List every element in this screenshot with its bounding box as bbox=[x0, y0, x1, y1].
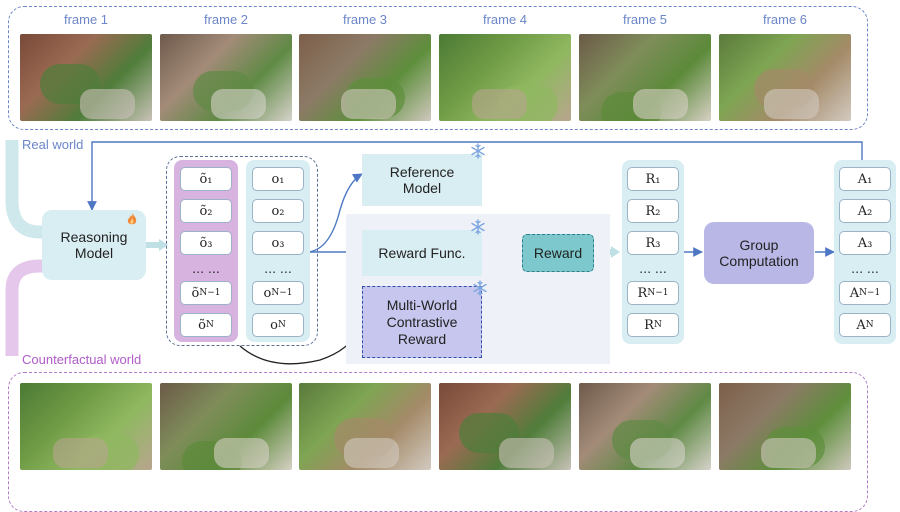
counterfactual-output-token: õ₁ bbox=[180, 167, 232, 191]
counterfactual-frame-thumbnail bbox=[160, 383, 292, 470]
reward-function-box: Reward Func. bbox=[362, 230, 482, 276]
real-output-token: o₃ bbox=[252, 231, 304, 255]
group-computation-box: Group Computation bbox=[704, 222, 814, 284]
counterfactual-output-token: õ₃ bbox=[180, 231, 232, 255]
counterfactual-frame-thumbnail bbox=[719, 383, 851, 470]
real-world-flow bbox=[5, 140, 50, 239]
real-world-frame-thumbnail bbox=[20, 34, 152, 121]
to-reference-arrow bbox=[307, 173, 363, 253]
reward-box: Reward bbox=[522, 234, 594, 272]
frame-label: frame 1 bbox=[63, 12, 109, 27]
advantage-token: … … bbox=[851, 262, 879, 276]
real-world-frame-thumbnail bbox=[299, 34, 431, 121]
frame-label: frame 4 bbox=[482, 12, 528, 27]
snowflake-icon bbox=[471, 143, 485, 159]
real-world-frame-thumbnail bbox=[439, 34, 571, 121]
reference-model-box: Reference Model bbox=[362, 154, 482, 206]
snowflake-icon bbox=[471, 219, 485, 235]
reward-token: R₃ bbox=[627, 231, 679, 255]
fire-icon bbox=[127, 213, 137, 225]
advantage-token: A₃ bbox=[839, 231, 891, 255]
snowflake-icon bbox=[473, 280, 487, 296]
counterfactual-output-token: õ₂ bbox=[180, 199, 232, 223]
counterfactual-frame-thumbnail bbox=[20, 383, 152, 470]
real-world-frame-panel bbox=[8, 6, 868, 130]
feedback-arrow bbox=[87, 141, 863, 211]
frame-label: frame 5 bbox=[622, 12, 668, 27]
real-world-label: Real world bbox=[22, 137, 84, 152]
real-world-frame-thumbnail bbox=[579, 34, 711, 121]
real-world-frame-thumbnail bbox=[160, 34, 292, 121]
advantage-token: A₁ bbox=[839, 167, 891, 191]
counterfactual-world-flow bbox=[5, 259, 50, 356]
counterfactual-frame-thumbnail bbox=[579, 383, 711, 470]
multi-world-contrastive-reward-box: Multi-World Contrastive Reward bbox=[362, 286, 482, 358]
advantage-token: A₂ bbox=[839, 199, 891, 223]
reward-token: R₁ bbox=[627, 167, 679, 191]
sampled-outputs-group bbox=[166, 156, 318, 346]
counterfactual-world-label: Counterfactual world bbox=[22, 352, 142, 367]
counterfactual-output-token: … … bbox=[192, 262, 220, 276]
reward-token: R₂ bbox=[627, 199, 679, 223]
counterfactual-frame-thumbnail bbox=[299, 383, 431, 470]
frame-label: frame 6 bbox=[762, 12, 808, 27]
real-output-token: … … bbox=[264, 262, 292, 276]
reward-token: … … bbox=[639, 262, 667, 276]
real-output-token: o₁ bbox=[252, 167, 304, 191]
real-world-frame-thumbnail bbox=[719, 34, 851, 121]
frame-label: frame 3 bbox=[342, 12, 388, 27]
real-output-token: o₂ bbox=[252, 199, 304, 223]
frame-label: frame 2 bbox=[203, 12, 249, 27]
counterfactual-frame-thumbnail bbox=[439, 383, 571, 470]
